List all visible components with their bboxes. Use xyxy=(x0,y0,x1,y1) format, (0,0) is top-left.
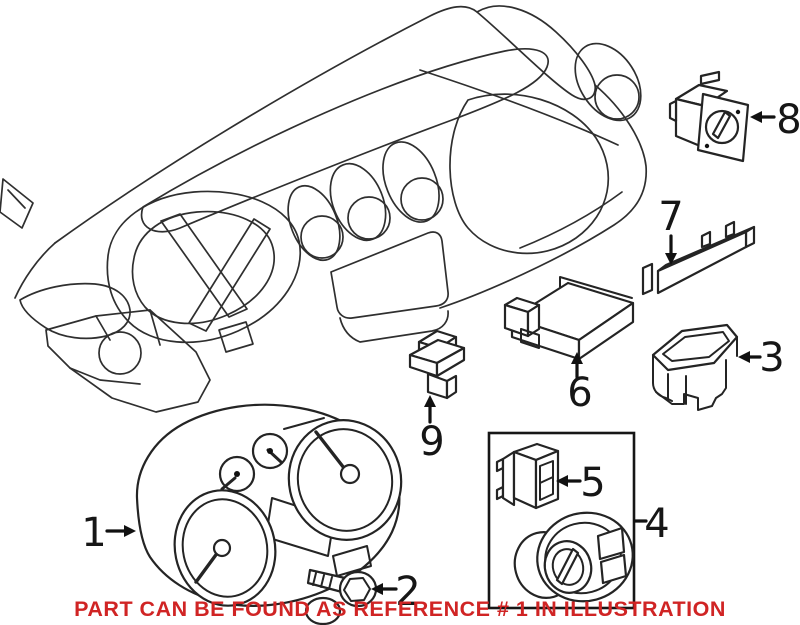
center-vent-2 xyxy=(329,162,387,242)
center-vent-1 xyxy=(287,184,341,262)
side-vent-inner xyxy=(594,74,640,120)
callout-1-label: 1 xyxy=(81,510,106,556)
part-9-sensor-switch xyxy=(408,329,466,400)
center-vent-3-inner xyxy=(400,177,444,221)
callout-6-label: 6 xyxy=(567,370,592,416)
part-6-control-module xyxy=(503,276,635,361)
part-8-key-lock-switch xyxy=(668,70,750,163)
dash-crease xyxy=(419,69,619,146)
part-7-trim-blank-plate xyxy=(641,220,756,296)
callout-4-label: 4 xyxy=(644,501,669,547)
glovebox-crease xyxy=(519,191,623,249)
cluster-foot xyxy=(304,596,342,625)
callout-2-label: 2 xyxy=(395,569,420,615)
part-1-instrument-cluster xyxy=(135,403,403,625)
column-hole xyxy=(98,331,142,375)
console-sides xyxy=(339,310,449,343)
callout-7-label: 7 xyxy=(658,194,683,240)
cluster-brace-2 xyxy=(188,218,271,332)
dash-left-edge xyxy=(14,242,56,299)
dashboard-illustration xyxy=(0,5,648,413)
center-vent-1-inner xyxy=(300,215,344,259)
center-vent-2-inner xyxy=(347,196,391,240)
cluster-hood-outer xyxy=(106,190,301,344)
part-2-mounting-bolt xyxy=(306,568,378,608)
center-vent-3 xyxy=(382,141,440,223)
defroster-vent-slot xyxy=(140,48,550,233)
console-opening xyxy=(330,231,449,319)
cluster-hood-inner xyxy=(131,210,275,325)
part-4-headlight-switch xyxy=(513,511,634,603)
callout-3-label: 3 xyxy=(759,335,784,381)
glovebox-door xyxy=(449,93,610,255)
reference-notice: PART CAN BE FOUND AS REFERENCE # 1 IN IL… xyxy=(74,597,726,621)
part-5-push-switch xyxy=(495,442,560,510)
cluster-brace-foot xyxy=(218,321,254,353)
lower-left-detail xyxy=(69,309,161,385)
steering-column-collar xyxy=(19,282,131,340)
callout-5-label: 5 xyxy=(580,460,605,506)
cluster-brace-1 xyxy=(160,213,248,318)
callout-9-label: 9 xyxy=(419,419,444,465)
part-3-switch-housing xyxy=(651,323,739,411)
dash-top-edge xyxy=(54,5,478,244)
callout-8-label: 8 xyxy=(776,97,800,143)
dash-right-edge xyxy=(439,84,648,309)
side-vent-outer xyxy=(574,42,642,122)
lower-left-panel xyxy=(45,309,211,413)
callouts: 1 2 3 4 5 6 7 8 9 xyxy=(81,97,800,615)
left-end-piece xyxy=(0,178,34,229)
